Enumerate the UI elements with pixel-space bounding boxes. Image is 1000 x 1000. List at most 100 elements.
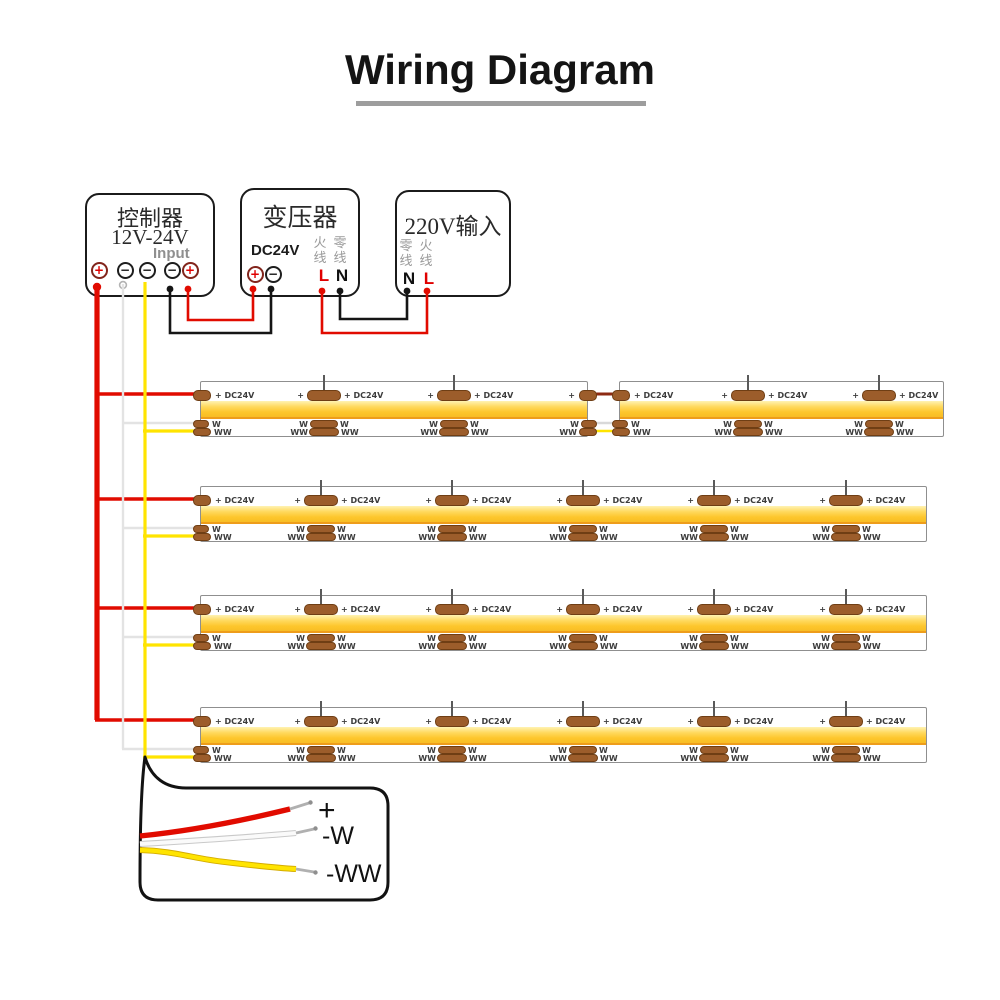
cut-mark <box>451 589 453 604</box>
solder-pad-warm-white <box>864 428 894 436</box>
solder-pad-white <box>307 746 335 754</box>
strip-white-label: W <box>427 746 436 755</box>
strip-warm-white-label: WW <box>469 642 487 651</box>
wire-dot <box>423 287 431 295</box>
solder-pad-positive <box>437 390 471 401</box>
strip-warm-white-label: WW <box>420 428 438 437</box>
strip-plus-label: + <box>721 391 728 400</box>
strip-positive-label: + DC24V <box>603 605 643 614</box>
strip-plus-label: + <box>556 605 563 614</box>
strip-warm-white-label: WW <box>338 642 356 651</box>
strip-white-label: W <box>854 420 863 429</box>
terminal-negative-icon: − <box>116 261 134 279</box>
cob-led-band <box>201 727 926 745</box>
solder-pad-white <box>569 525 597 533</box>
live-terminal-label: L <box>318 266 330 285</box>
strip-warm-white-label: WW <box>471 428 489 437</box>
strip-white-label: W <box>337 525 346 534</box>
solder-pad-positive <box>566 716 600 727</box>
solder-pad-positive <box>193 716 211 727</box>
strip-warm-white-label: WW <box>290 428 308 437</box>
strip-white-label: W <box>689 634 698 643</box>
solder-pad-white <box>569 746 597 754</box>
strip-warm-white-label: WW <box>845 428 863 437</box>
solder-pad-white <box>438 525 466 533</box>
warm-white-wire-label: -WW <box>326 860 382 888</box>
terminal-input-negative-icon: − <box>163 261 181 279</box>
solder-pad-warm-white <box>733 428 763 436</box>
strip-warm-white-label: WW <box>731 754 749 763</box>
cut-mark <box>713 480 715 495</box>
solder-pad-positive <box>579 390 597 401</box>
strip-positive-label: + DC24V <box>734 605 774 614</box>
strip-positive-label: + DC24V <box>215 717 255 726</box>
strip-positive-label: + DC24V <box>341 496 381 505</box>
strip-warm-white-label: WW <box>731 533 749 542</box>
strip-warm-white-label: WW <box>863 533 881 542</box>
solder-pad-warm-white <box>568 754 598 762</box>
solder-pad-positive <box>435 495 469 506</box>
cut-mark <box>878 375 880 390</box>
cut-mark <box>582 480 584 495</box>
terminal-symbol: − <box>166 263 178 277</box>
solder-pad-positive <box>697 604 731 615</box>
strip-white-label: W <box>468 746 477 755</box>
strip-white-label: W <box>212 746 221 755</box>
terminal-symbol: − <box>141 263 153 277</box>
strip-plus-label: + <box>568 391 575 400</box>
terminal-symbol: + <box>249 267 261 281</box>
neutral-terminal-label: N <box>402 269 416 288</box>
transformer-output-label: DC24V <box>251 242 300 259</box>
mains-name: 220V输入 <box>404 214 502 239</box>
page-title: Wiring Diagram <box>345 46 655 93</box>
wire-dot <box>267 285 275 293</box>
solder-pad-white <box>569 634 597 642</box>
strip-white-label: W <box>689 525 698 534</box>
solder-pad-white <box>581 420 597 428</box>
solder-pad-white <box>310 420 338 428</box>
wire-dot <box>318 287 326 295</box>
strip-warm-white-label: WW <box>469 533 487 542</box>
strip-plus-label: + <box>297 391 304 400</box>
strip-white-label: W <box>730 746 739 755</box>
strip-white-label: W <box>821 525 830 534</box>
strip-plus-label: + <box>687 717 694 726</box>
solder-pad-positive <box>435 716 469 727</box>
strip-white-label: W <box>689 746 698 755</box>
cut-mark <box>582 701 584 716</box>
strip-positive-label: + DC24V <box>215 605 255 614</box>
cut-mark <box>582 589 584 604</box>
strip-white-label: W <box>337 634 346 643</box>
solder-pad-white <box>193 746 209 754</box>
solder-pad-warm-white <box>579 428 597 436</box>
strip-warm-white-label: WW <box>338 754 356 763</box>
strip-positive-label: + DC24V <box>603 496 643 505</box>
cob-led-band <box>201 615 926 633</box>
strip-white-label: W <box>212 420 221 429</box>
strip-warm-white-label: WW <box>633 428 651 437</box>
strip-white-label: W <box>299 420 308 429</box>
live-wire-label: 火线 <box>313 235 327 265</box>
strip-warm-white-label: WW <box>863 754 881 763</box>
solder-pad-white <box>700 525 728 533</box>
strip-white-label: W <box>730 634 739 643</box>
strip-white-label: W <box>821 634 830 643</box>
cut-mark <box>845 589 847 604</box>
neutral-link-wire <box>338 290 409 321</box>
solder-pad-white <box>193 634 209 642</box>
cut-mark <box>747 375 749 390</box>
solder-pad-warm-white <box>193 428 211 436</box>
strip-positive-label: + DC24V <box>866 717 906 726</box>
terminal-symbol: − <box>119 263 131 277</box>
solder-pad-positive <box>193 390 211 401</box>
strip-plus-label: + <box>819 496 826 505</box>
solder-pad-warm-white <box>699 754 729 762</box>
strip-white-label: W <box>862 634 871 643</box>
solder-pad-positive <box>697 495 731 506</box>
dc-negative-link-wire <box>168 288 273 335</box>
strip-warm-white-label: WW <box>214 533 232 542</box>
cob-led-band <box>201 506 926 524</box>
